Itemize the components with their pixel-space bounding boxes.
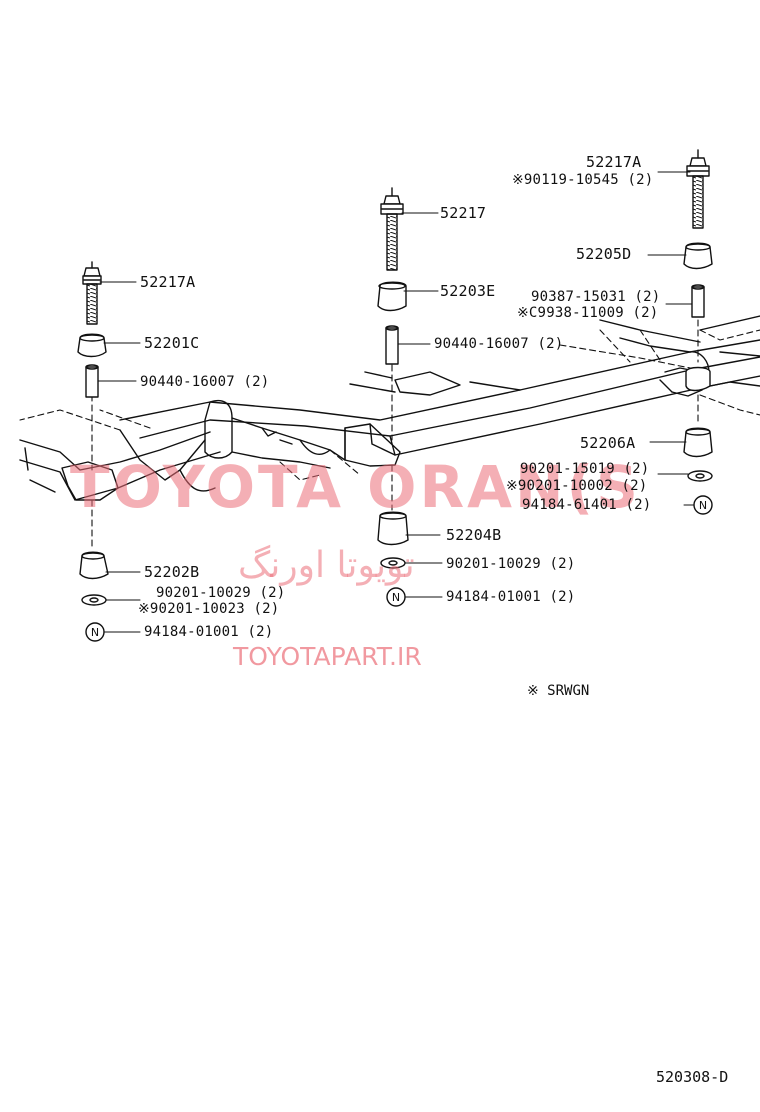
right-washer: [687, 470, 713, 482]
part-label-94184-01001-left: 94184-01001 (2): [144, 624, 274, 640]
part-label-52202B: 52202B: [144, 563, 200, 581]
part-label-90201-10029-middle: 90201-10029 (2): [446, 556, 576, 572]
middle-bolt: [380, 187, 404, 271]
part-label-C9938-11009: ※C9938-11009 (2): [517, 305, 659, 321]
middle-cushion-lower: [377, 511, 409, 546]
part-label-90201-10002: ※90201-10002 (2): [506, 478, 648, 494]
left-cushion-upper: [77, 333, 107, 358]
diagram-code: 520308-D: [656, 1068, 729, 1086]
part-label-52205D: 52205D: [576, 245, 632, 263]
watermark-logo-text: TOYOTA ORAN(S: [70, 453, 641, 521]
part-label-90440-16007-middle: 90440-16007 (2): [434, 336, 564, 352]
part-label-90387-15031: 90387-15031 (2): [531, 289, 661, 305]
left-cushion-lower: [79, 551, 109, 580]
part-label-94184-61401: 94184-61401 (2): [522, 497, 652, 513]
part-label-52217A-left: 52217A: [140, 273, 196, 291]
right-bolt: [686, 149, 710, 229]
part-label-52206A: 52206A: [580, 434, 636, 452]
part-label-90201-10023: ※90201-10023 (2): [138, 601, 280, 617]
frame-rail: [19, 315, 760, 501]
n-marker-text: N: [392, 591, 400, 604]
part-label-52204B: 52204B: [446, 526, 502, 544]
watermark-persian-text: تویوتا اورنگ: [238, 545, 415, 586]
part-label-52203E: 52203E: [440, 282, 496, 300]
middle-cushion-upper: [377, 281, 407, 312]
part-label-90119-10545: ※90119-10545 (2): [512, 172, 654, 188]
hidden-lines: [19, 319, 760, 551]
left-bolt: [82, 261, 102, 325]
right-cushion-upper: [683, 242, 713, 270]
middle-washer: [380, 557, 406, 569]
part-label-52217A-right: 52217A: [586, 153, 642, 171]
left-collar: [85, 364, 99, 398]
part-label-52217: 52217: [440, 204, 487, 222]
part-label-90440-16007-left: 90440-16007 (2): [140, 374, 270, 390]
leader-lines: [97, 171, 695, 633]
part-label-90201-10029-left: 90201-10029 (2): [156, 585, 286, 601]
part-label-52201C: 52201C: [144, 334, 200, 352]
right-collar: [691, 284, 705, 318]
watermark-url: TOYOTAPART.IR: [233, 642, 422, 671]
n-marker-text: N: [699, 499, 707, 512]
left-washer: [81, 594, 107, 606]
part-label-94184-01001-middle: 94184-01001 (2): [446, 589, 576, 605]
footnote: ※ SRWGN: [527, 683, 590, 699]
n-marker-text: N: [91, 626, 99, 639]
middle-collar: [385, 325, 399, 365]
right-cushion-lower: [683, 427, 713, 458]
part-label-90201-15019: 90201-15019 (2): [520, 461, 650, 477]
